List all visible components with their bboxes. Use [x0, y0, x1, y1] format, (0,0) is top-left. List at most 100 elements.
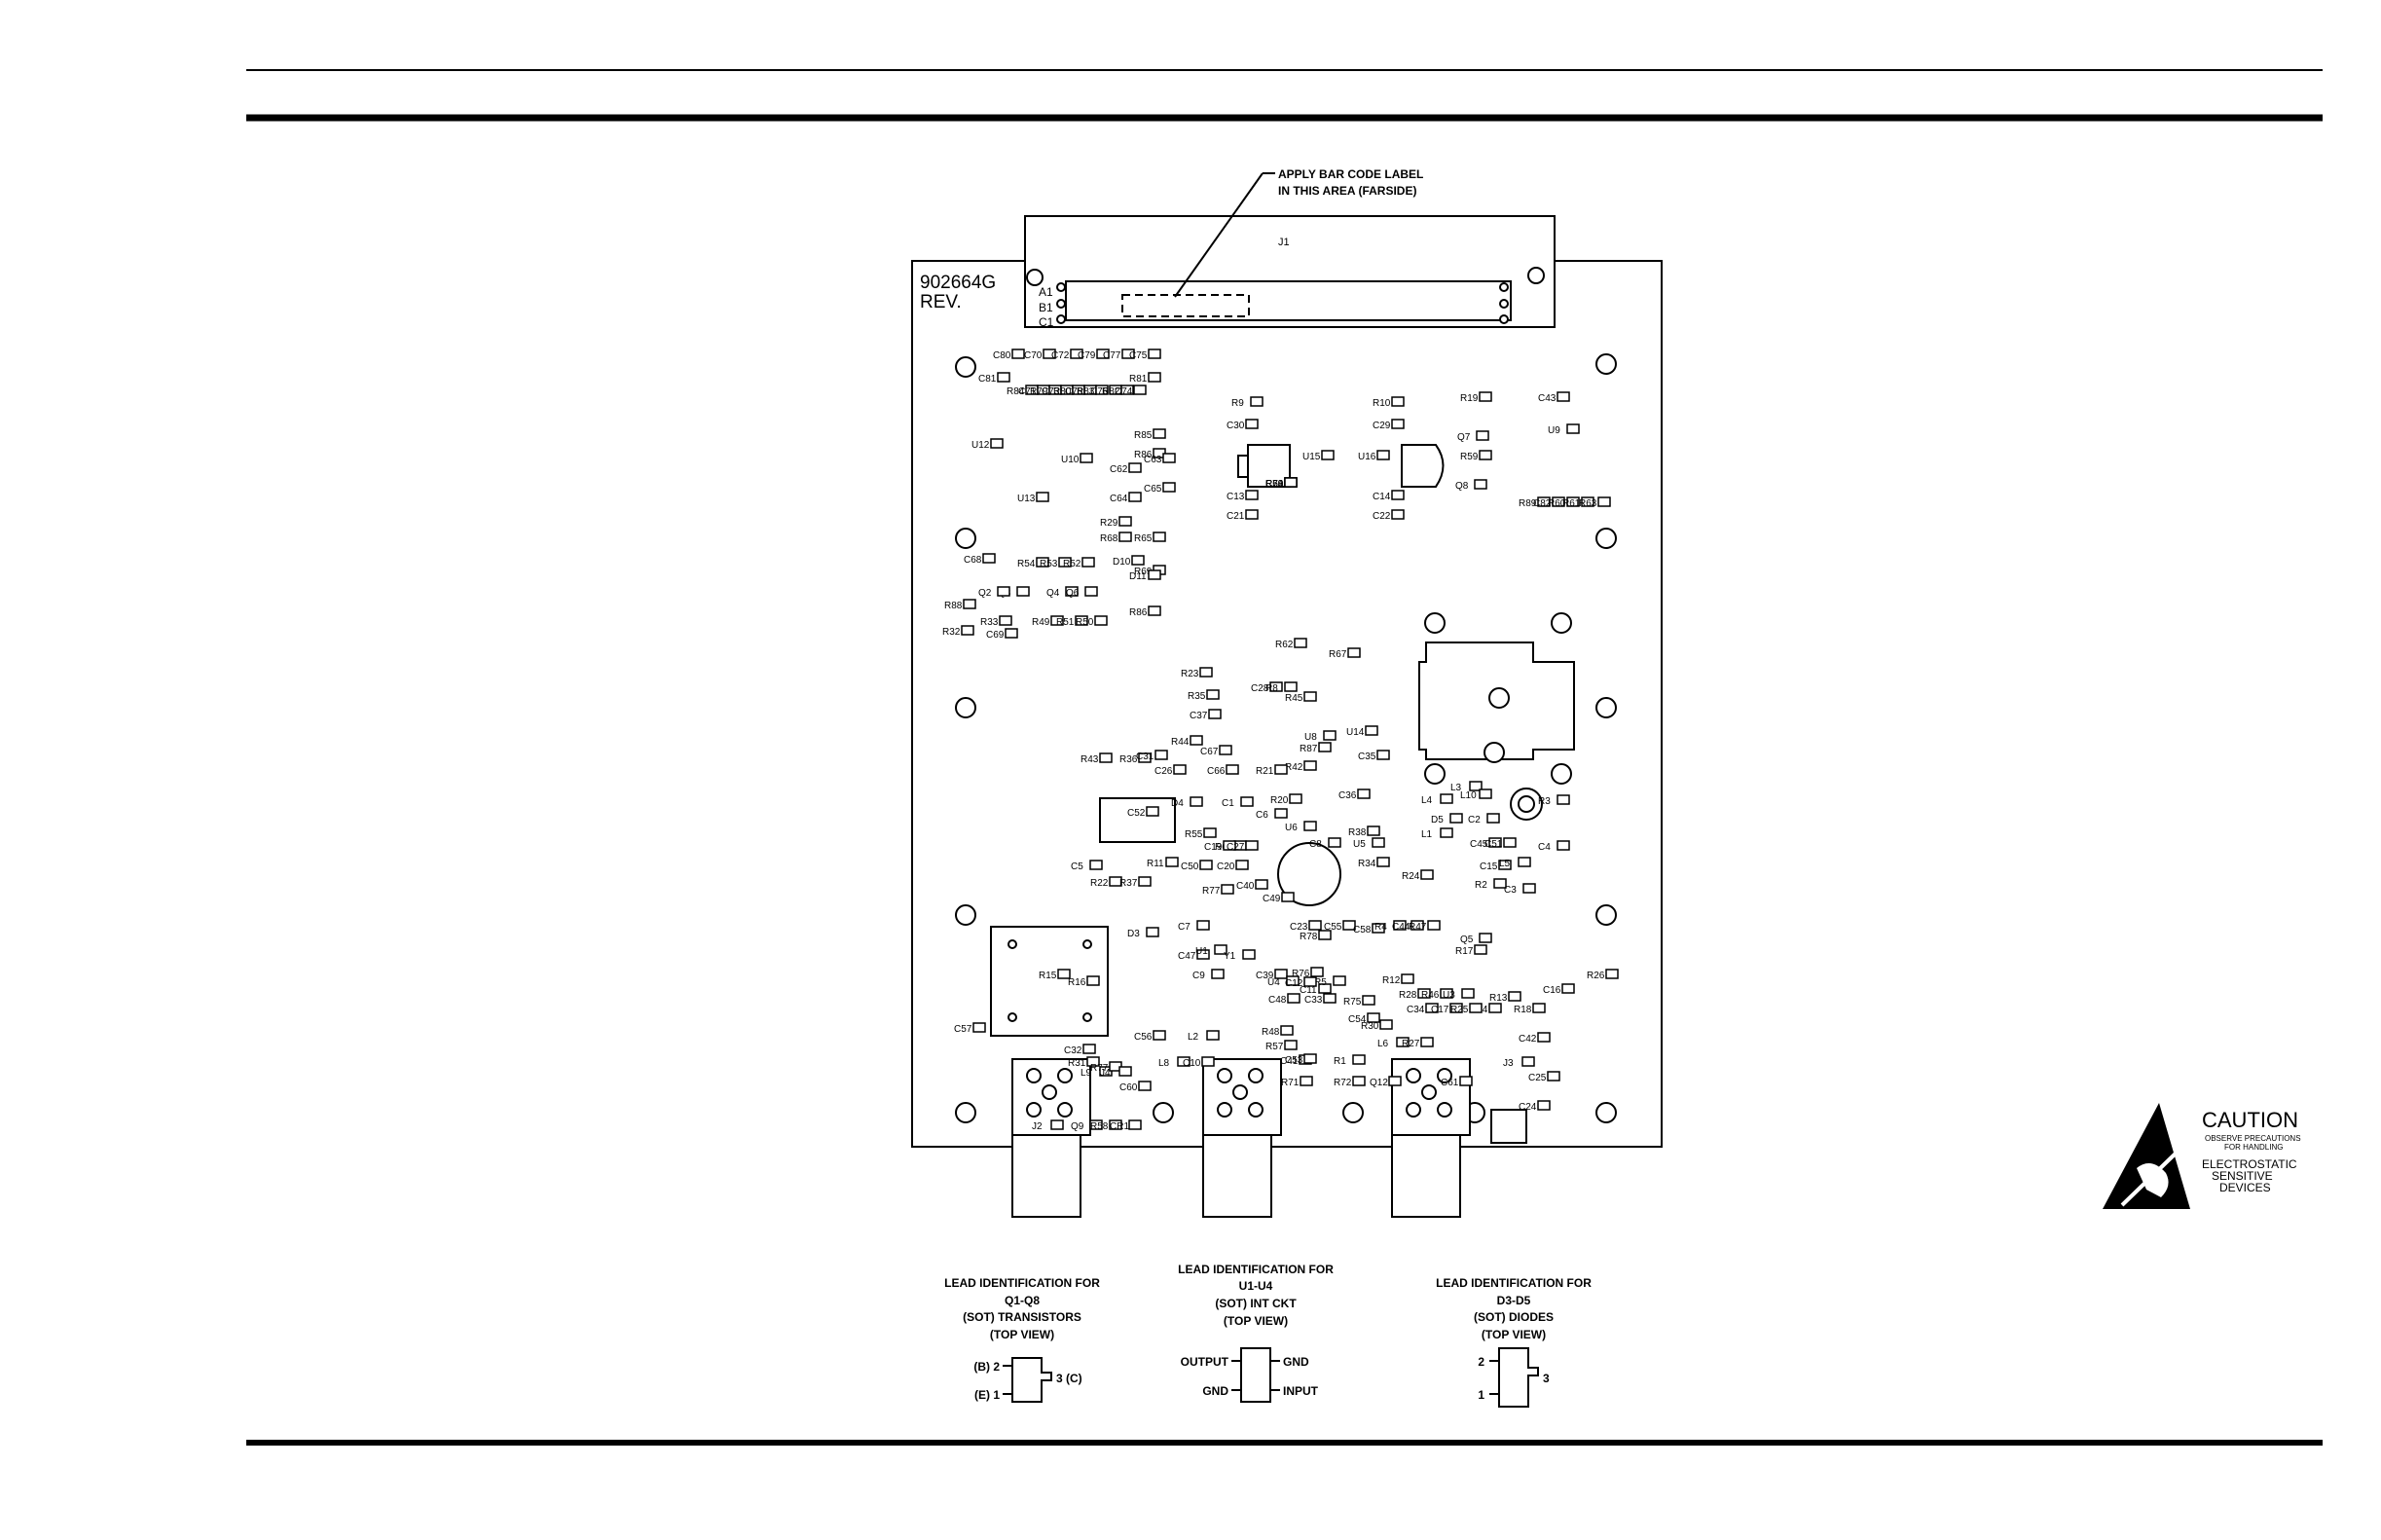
component-label-l4: L4	[1421, 795, 1433, 806]
component-pad-r59	[1479, 450, 1492, 460]
lead-id-diodes: LEAD IDENTIFICATION FOR D3-D5 (SOT) DIOD…	[1436, 1276, 1592, 1408]
component-pad-l5	[1518, 857, 1531, 867]
component-pad-r26	[1605, 969, 1619, 979]
component-label-r11: R11	[1147, 859, 1164, 869]
component-label-r49: R49	[1032, 617, 1050, 628]
component-pad-r81	[1148, 372, 1161, 383]
component-pad-r57	[1284, 1040, 1298, 1050]
component-pad-r1	[1352, 1054, 1366, 1065]
component-pad-c34	[1425, 1003, 1439, 1013]
svg-text:3 (C): 3 (C)	[1056, 1372, 1082, 1385]
component-pad-c80	[1011, 348, 1025, 359]
svg-text:GND: GND	[1283, 1355, 1309, 1369]
component-label-u10: U10	[1061, 455, 1080, 465]
component-pad-u16	[1376, 450, 1390, 460]
component-pad-r60	[1566, 496, 1580, 507]
bottom-connectors	[1011, 1058, 1527, 1218]
component-pad-r68	[1118, 532, 1132, 542]
component-label-r75: R75	[1343, 997, 1362, 1008]
component-label-c60: C60	[1119, 1082, 1138, 1093]
component-label-c52: C52	[1127, 808, 1146, 819]
component-pad-r78	[1318, 930, 1332, 940]
component-label-c79: C79	[1078, 350, 1096, 361]
component-pad-q6	[1084, 586, 1098, 597]
component-label-r43: R43	[1081, 754, 1099, 765]
component-pad-c67	[1219, 745, 1232, 755]
component-pad-r15	[1057, 969, 1071, 979]
component-label-c7: C7	[1178, 922, 1190, 933]
component-label-c1: C1	[1222, 798, 1234, 809]
component-label-c17: C17	[1431, 1005, 1449, 1015]
component-label-c51: C51	[1484, 839, 1503, 850]
component-pad-d3	[1146, 927, 1159, 937]
component-pad-c13	[1245, 490, 1259, 500]
component-pad-r33	[999, 615, 1012, 626]
component-label-r35: R35	[1188, 691, 1206, 702]
component-label-c4: C4	[1538, 842, 1551, 853]
component-pad-c51	[1503, 837, 1517, 848]
component-pad-c59	[1284, 477, 1298, 488]
component-pad-r83	[1095, 385, 1109, 395]
caution-line1: ELECTROSTATIC	[2202, 1157, 2297, 1171]
component-pad-u8	[1323, 730, 1337, 741]
component-label-r59: R59	[1460, 452, 1479, 462]
component-pad-r76	[1310, 967, 1324, 977]
component-pad-c55	[1342, 920, 1356, 931]
component-label-u16: U16	[1358, 452, 1376, 462]
component-label-r13: R13	[1489, 993, 1508, 1004]
component-pad-c60	[1138, 1081, 1152, 1091]
component-label-c62: C62	[1110, 464, 1128, 475]
component-label-r31: R31	[1068, 1058, 1086, 1069]
component-label-c42: C42	[1519, 1034, 1537, 1045]
component-pad-c47	[1196, 949, 1210, 960]
component-label-r9: R9	[1231, 398, 1244, 409]
component-pad-r8	[1284, 681, 1298, 692]
component-label-c15: C15	[1480, 862, 1498, 872]
component-pad-r46	[1440, 988, 1453, 999]
component-pad-l4	[1440, 793, 1453, 804]
component-label-r80: R80	[1053, 386, 1072, 397]
barcode-note-line2: IN THIS AREA (FARSIDE)	[1278, 184, 1416, 198]
component-pad-c40	[1255, 879, 1268, 890]
component-label-c66: C66	[1207, 766, 1226, 777]
component-label-r81: R81	[1129, 374, 1148, 385]
caution-line3: DEVICES	[2219, 1181, 2271, 1194]
component-pad-u4	[1286, 975, 1300, 986]
component-pad-u10	[1080, 453, 1093, 463]
component-pad-c36	[1357, 788, 1371, 799]
component-pad-r38	[1367, 825, 1380, 836]
component-label-c47: C47	[1178, 951, 1196, 962]
component-pad-r19	[1479, 391, 1492, 402]
component-label-c50: C50	[1181, 862, 1199, 872]
component-pad-r43	[1099, 752, 1113, 763]
component-pad-c20	[1235, 860, 1249, 870]
component-pad-c61	[1459, 1076, 1473, 1086]
component-label-c82: C82	[1533, 498, 1552, 509]
part-number: 902664G	[920, 273, 996, 293]
svg-text:Q1-Q8: Q1-Q8	[1005, 1294, 1040, 1307]
component-label-u12: U12	[971, 440, 990, 451]
component-label-r18: R18	[1514, 1005, 1532, 1015]
component-label-c80: C80	[993, 350, 1011, 361]
component-label-c28: C28	[1251, 683, 1269, 694]
component-label-c76: C76	[1090, 386, 1109, 397]
component-pad-r50	[1094, 615, 1108, 626]
component-label-r50: R50	[1076, 617, 1094, 628]
component-pad-c23	[1308, 920, 1322, 931]
component-pad-r3	[1557, 794, 1570, 805]
component-label-c70: C70	[1024, 350, 1043, 361]
component-pad-r54	[1036, 557, 1049, 568]
component-label-c9: C9	[1192, 971, 1205, 981]
component-label-r5: R5	[1314, 977, 1327, 988]
component-pad-r87	[1318, 742, 1332, 752]
component-pad-r42	[1303, 760, 1317, 771]
component-pad-c3	[1522, 883, 1536, 894]
component-pad-c15	[1498, 860, 1512, 870]
component-label-r57: R57	[1265, 1042, 1284, 1052]
component-label-r62: R62	[1275, 640, 1294, 650]
svg-text:INPUT: INPUT	[1283, 1384, 1319, 1398]
component-label-r22: R22	[1090, 878, 1109, 889]
component-pad-r31	[1086, 1056, 1100, 1067]
component-label-c35: C35	[1358, 752, 1376, 762]
component-label-c45: C45	[1470, 839, 1488, 850]
